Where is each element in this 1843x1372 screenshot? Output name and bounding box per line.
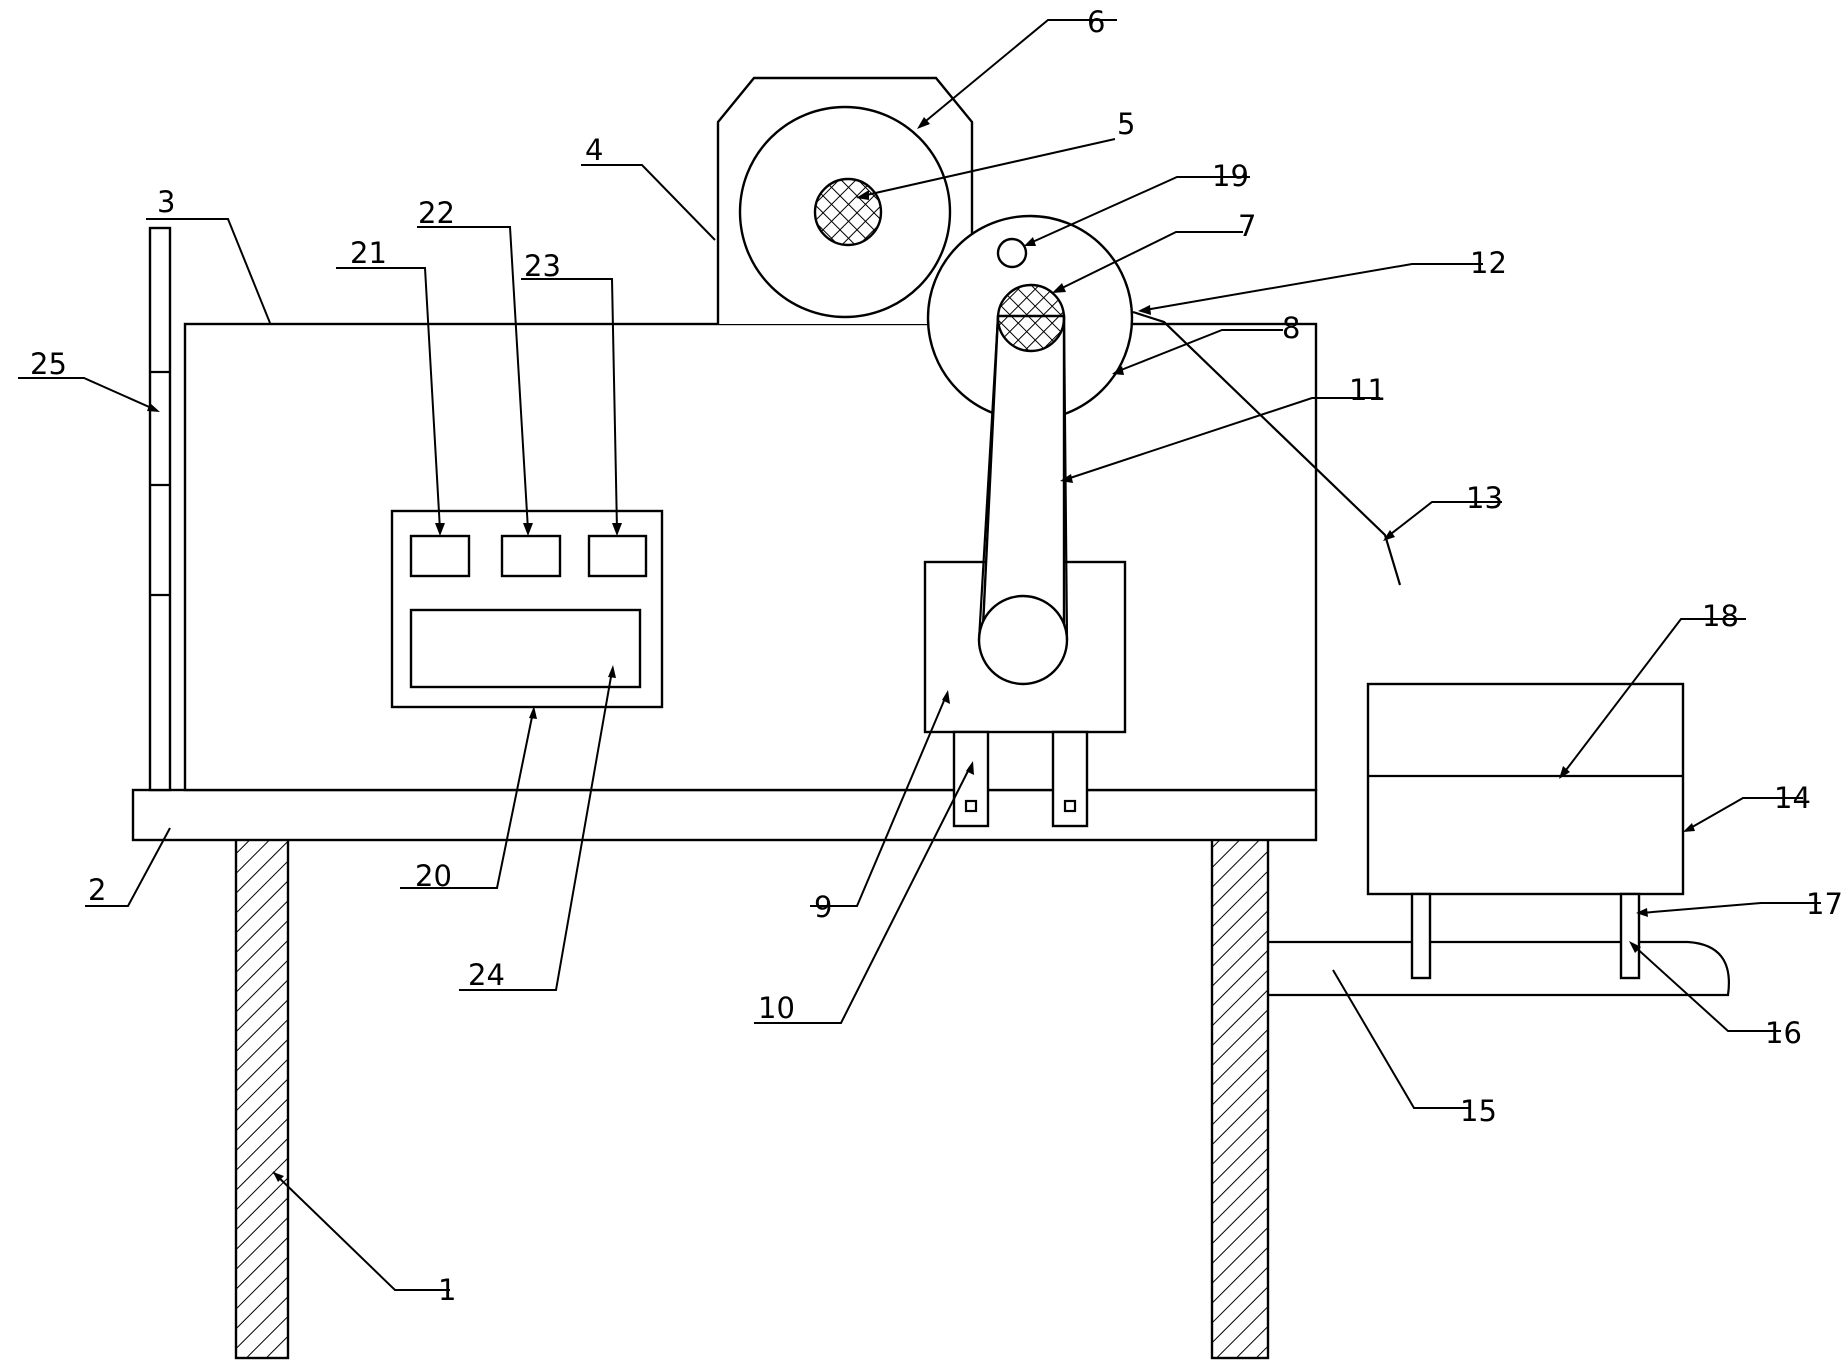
- label-20: 20: [415, 859, 452, 893]
- label-21: 21: [350, 236, 387, 270]
- collection-box: [1366, 682, 1685, 896]
- label-14: 14: [1774, 781, 1811, 815]
- right-leg: [1210, 836, 1270, 1360]
- label-1: 1: [438, 1273, 456, 1307]
- label-7: 7: [1238, 209, 1256, 243]
- label-17: 17: [1806, 887, 1843, 921]
- scale-ruler: [148, 226, 172, 792]
- reference-numerals: 1 2 3 4 5 6 7 8 9 10 11 12 13 14 15 16 1…: [30, 5, 1843, 1307]
- box-feet: [1410, 892, 1641, 980]
- label-16: 16: [1765, 1016, 1802, 1050]
- main-housing: [183, 322, 1318, 792]
- motor-pulley: [977, 594, 1069, 686]
- control-panel: [390, 509, 664, 709]
- label-9: 9: [814, 890, 832, 924]
- label-10: 10: [758, 991, 795, 1025]
- mounting-brackets: [952, 730, 1089, 828]
- label-23: 23: [524, 249, 561, 283]
- base-plate: [131, 788, 1318, 842]
- label-24: 24: [468, 958, 505, 992]
- label-18: 18: [1702, 599, 1739, 633]
- film-strip: [1132, 310, 1402, 586]
- upper-shaft: [813, 177, 883, 247]
- label-12: 12: [1470, 246, 1507, 280]
- lower-shaft: [996, 283, 1066, 353]
- label-25: 25: [30, 347, 67, 381]
- label-4: 4: [585, 133, 603, 167]
- label-15: 15: [1460, 1094, 1497, 1128]
- side-shelf: [1268, 940, 1730, 997]
- guide-pin: [996, 237, 1028, 269]
- leader-lines: [18, 19, 1821, 1291]
- label-3: 3: [157, 185, 175, 219]
- label-13: 13: [1466, 481, 1503, 515]
- label-22: 22: [418, 196, 455, 230]
- label-2: 2: [88, 873, 106, 907]
- left-leg: [234, 836, 290, 1360]
- label-8: 8: [1282, 311, 1300, 345]
- label-5: 5: [1117, 107, 1135, 141]
- label-19: 19: [1212, 159, 1249, 193]
- label-6: 6: [1087, 5, 1105, 39]
- label-11: 11: [1349, 373, 1386, 407]
